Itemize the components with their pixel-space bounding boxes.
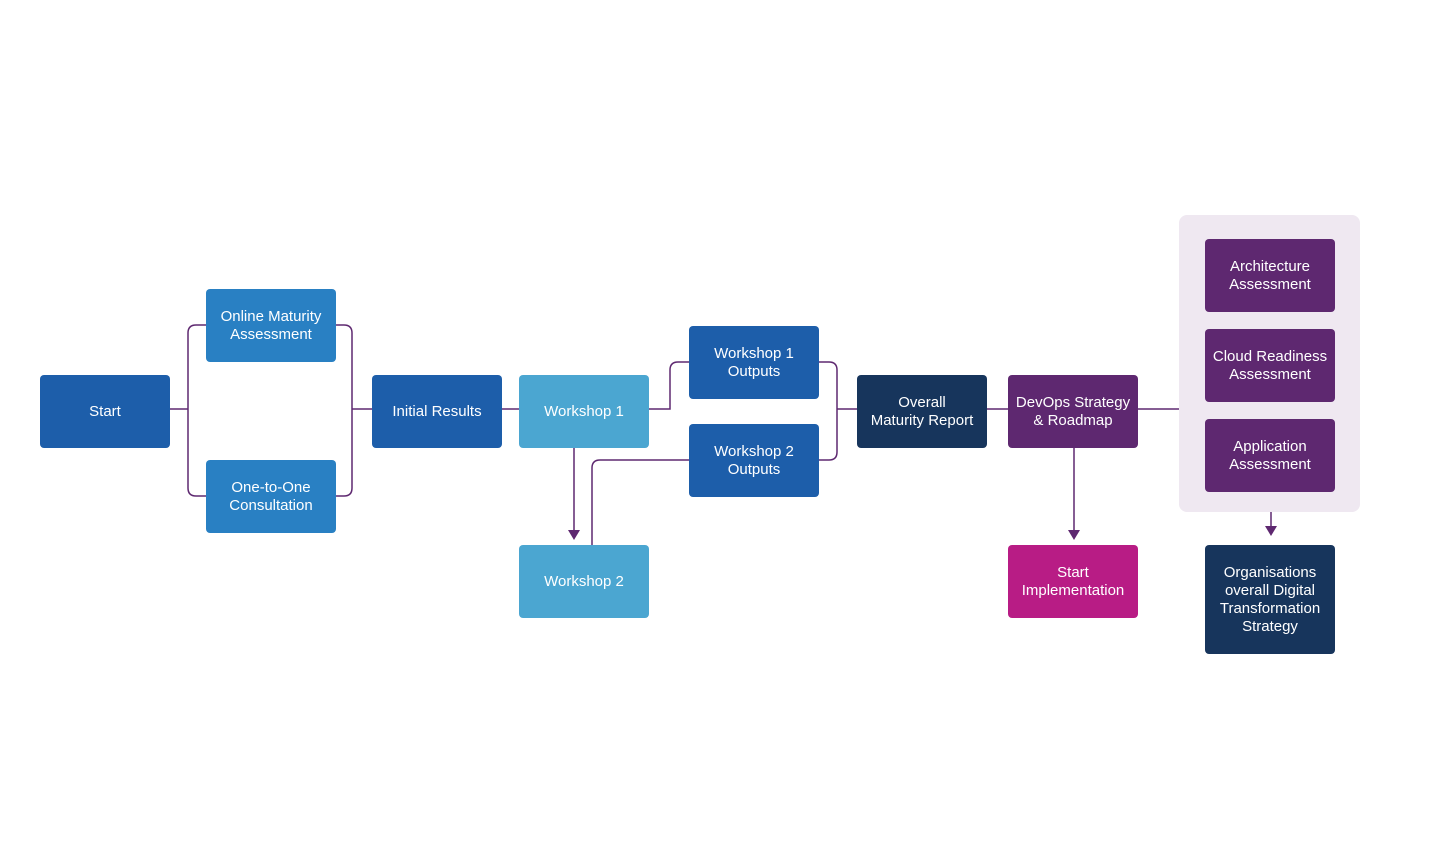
node-workshop-2-outputs: Workshop 2 Outputs bbox=[689, 424, 819, 497]
node-start-implementation: Start Implementation bbox=[1008, 545, 1138, 618]
connector-merge-initial bbox=[336, 324, 353, 497]
node-online-maturity-assessment: Online Maturity Assessment bbox=[206, 289, 336, 362]
connector-outputs-merge bbox=[819, 361, 838, 461]
node-application-assessment: Application Assessment bbox=[1205, 419, 1335, 492]
node-workshop-2: Workshop 2 bbox=[519, 545, 649, 618]
node-overall-maturity-report: Overall Maturity Report bbox=[857, 375, 987, 448]
node-digital-transformation-strategy: Organisations overall Digital Transforma… bbox=[1205, 545, 1335, 654]
connector-workshop1-outputs1 bbox=[649, 361, 689, 410]
node-one-to-one-consultation: One-to-One Consultation bbox=[206, 460, 336, 533]
node-workshop-1-outputs: Workshop 1 Outputs bbox=[689, 326, 819, 399]
node-start: Start bbox=[40, 375, 170, 448]
node-initial-results: Initial Results bbox=[372, 375, 502, 448]
node-workshop-1: Workshop 1 bbox=[519, 375, 649, 448]
arrowhead-implementation bbox=[1068, 530, 1080, 540]
arrowhead-transformation bbox=[1265, 526, 1277, 536]
connector-branch-online bbox=[187, 324, 206, 497]
connector-workshop2-outputs2 bbox=[591, 459, 689, 545]
node-cloud-readiness-assessment: Cloud Readiness Assessment bbox=[1205, 329, 1335, 402]
node-devops-strategy-roadmap: DevOps Strategy & Roadmap bbox=[1008, 375, 1138, 448]
node-architecture-assessment: Architecture Assessment bbox=[1205, 239, 1335, 312]
arrowhead-workshop2 bbox=[568, 530, 580, 540]
